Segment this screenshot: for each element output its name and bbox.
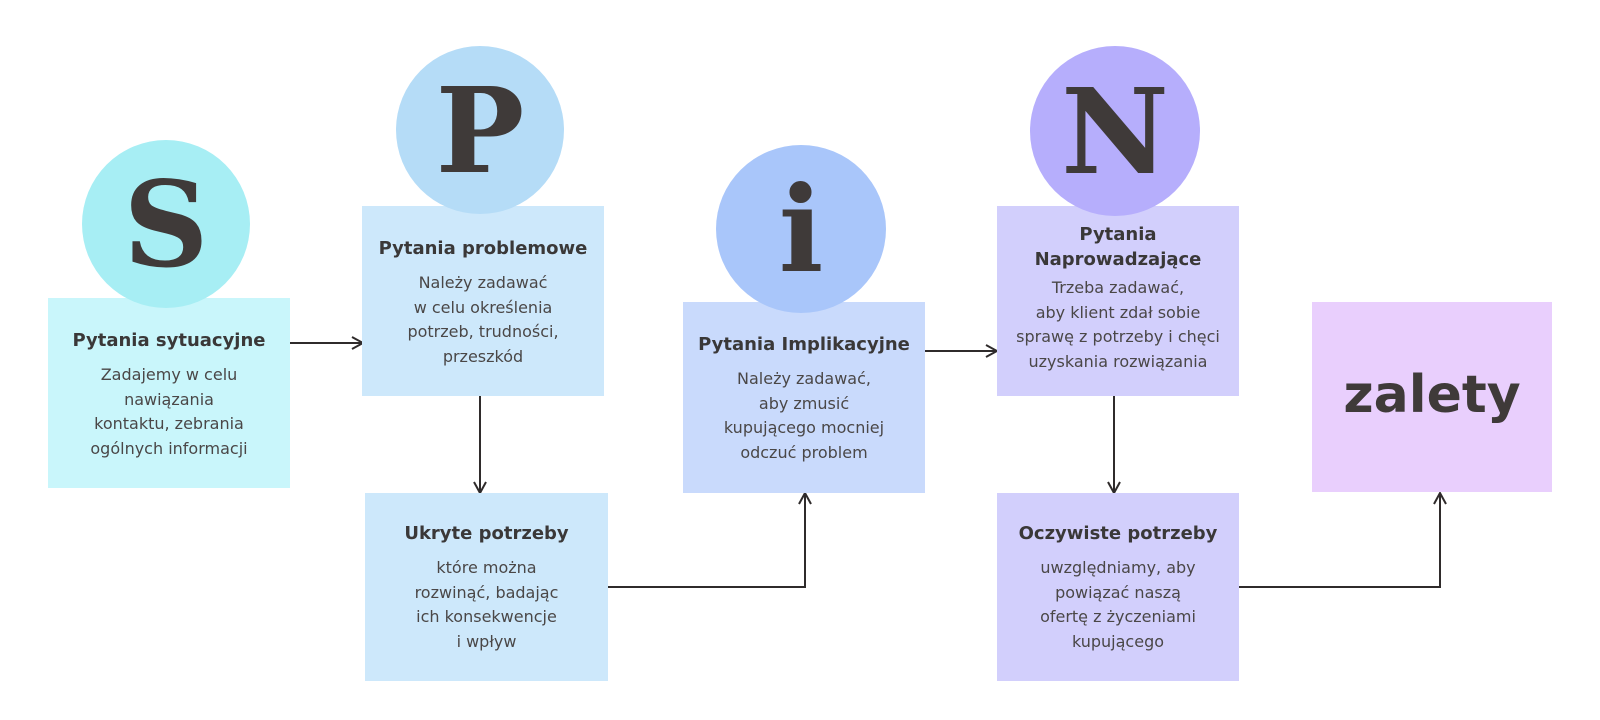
letter-i-circle: i [716,145,886,313]
implication-title: Pytania Implikacyjne [698,334,910,355]
problem-questions-box: Pytania problemowe Należy zadawać w celu… [362,206,604,396]
need-payoff-title: Pytania Naprowadzające [1034,224,1202,270]
benefits-label: zalety [1343,364,1521,425]
arrow-hidden-to-implication [608,493,805,588]
hidden-needs-title: Ukryte potrzeby [404,523,569,544]
benefits-box [1312,302,1552,492]
hidden-needs-description: które można rozwinąć, badając ich konsek… [414,558,559,651]
explicit-needs-description: uwzględniamy, aby powiązać naszą ofertę … [1040,558,1196,651]
letter-p: P [435,60,525,200]
problem-description: Należy zadawać w celu określenia potrzeb… [407,273,559,366]
hidden-needs-box: Ukryte potrzeby które można rozwinąć, ba… [365,493,608,681]
letter-s-circle: S [82,140,250,308]
letter-i: i [778,159,824,299]
situational-description: Zadajemy w celu nawiązania kontaktu, zeb… [90,365,248,458]
need-payoff-questions-box: Pytania Naprowadzające Trzeba zadawać, a… [997,206,1239,396]
problem-title: Pytania problemowe [378,238,588,259]
need-payoff-description: Trzeba zadawać, aby klient zdał sobie sp… [1016,278,1220,371]
letter-s: S [123,154,209,294]
implication-description: Należy zadawać, aby zmusić kupującego mo… [723,369,885,462]
explicit-needs-box: Oczywiste potrzeby uwzględniamy, aby pow… [997,493,1239,681]
letter-n: N [1061,61,1169,201]
implication-questions-box: Pytania Implikacyjne Należy zadawać, aby… [683,302,925,493]
letter-n-circle: N [1030,46,1200,216]
letter-p-circle: P [396,46,564,214]
situational-questions-box: Pytania sytuacyjne Zadajemy w celu nawią… [48,298,290,488]
explicit-needs-title: Oczywiste potrzeby [1018,523,1218,544]
arrow-explicit-to-benefits [1239,493,1440,588]
situational-title: Pytania sytuacyjne [72,330,266,351]
